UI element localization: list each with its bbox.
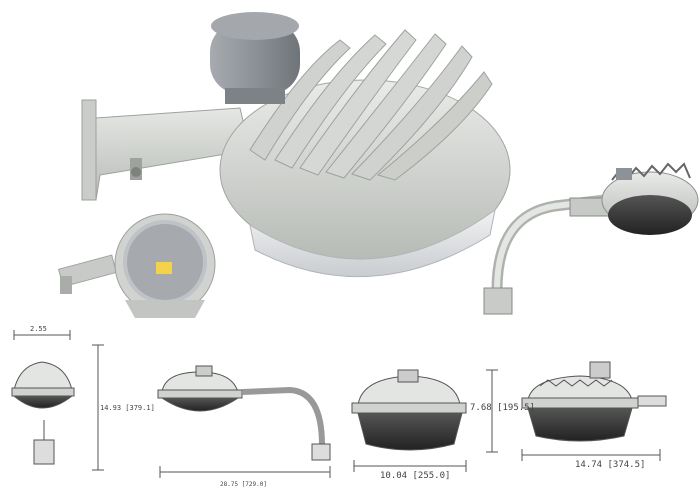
main-fixture-photo xyxy=(81,12,511,278)
front-width-label: 2.55 xyxy=(30,325,47,333)
side-width-label: 14.74 [374.5] xyxy=(575,460,645,470)
arm-mounted-photo xyxy=(483,162,699,315)
side-view-drawing xyxy=(521,361,667,461)
head-drawing xyxy=(351,369,498,472)
front-view-drawing xyxy=(11,330,104,471)
front-height-label: 14.93 [379.1] xyxy=(100,404,155,412)
bottom-view-photo xyxy=(57,213,216,318)
head-height-label: 7.68 [195.5] xyxy=(470,403,535,413)
arm-length-label: 28.75 [729.0] xyxy=(220,481,267,488)
side-arm-drawing xyxy=(157,365,331,478)
head-width-label: 10.04 [255.0] xyxy=(380,471,450,481)
